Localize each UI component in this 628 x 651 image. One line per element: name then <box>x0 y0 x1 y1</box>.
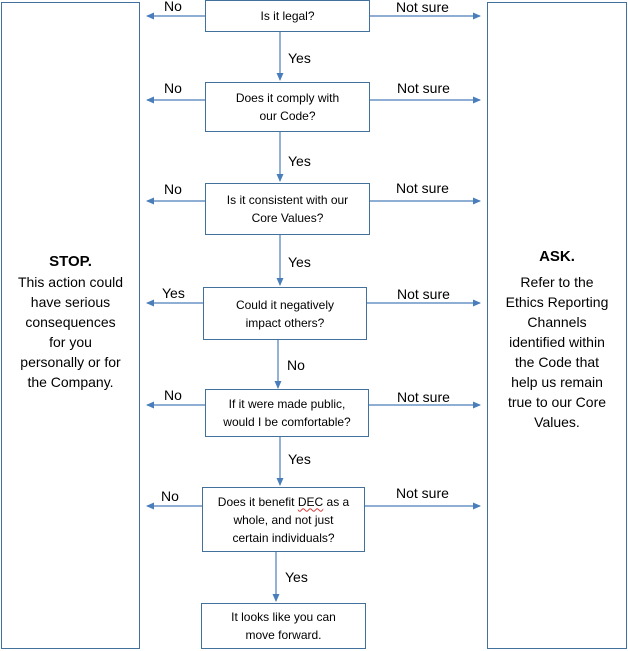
q5-right-label: Not sure <box>397 389 450 405</box>
stop-box: STOP. This action could have serious con… <box>1 2 140 649</box>
final-box: It looks like you can move forward. <box>201 603 366 649</box>
stop-title: STOP. <box>49 253 92 270</box>
q6-left-label: No <box>161 488 179 504</box>
q6-right-label: Not sure <box>396 485 449 501</box>
question-6-box: Does it benefit DEC as a whole, and not … <box>202 487 365 552</box>
question-1-text: Is it legal? <box>260 9 315 23</box>
question-5-text: If it were made public, would I be comfo… <box>223 397 351 429</box>
question-6-flagged-word: DEC <box>297 494 324 509</box>
q1-left-label: No <box>164 0 182 14</box>
q2-left-label: No <box>164 80 182 96</box>
q2-down-label: Yes <box>288 153 311 169</box>
q4-left-label: Yes <box>162 285 185 301</box>
question-3-box: Is it consistent with our Core Values? <box>205 183 370 235</box>
q6-down-label: Yes <box>285 569 308 585</box>
question-4-text: Could it negatively impact others? <box>235 297 335 330</box>
q5-down-label: Yes <box>288 451 311 467</box>
q4-right-label: Not sure <box>397 286 450 302</box>
q3-left-label: No <box>164 181 182 197</box>
question-6-prefix: Does it benefit <box>217 494 298 509</box>
question-2-box: Does it comply with our Code? <box>205 82 370 132</box>
question-6-text: Does it benefit DEC as a whole, and not … <box>218 493 349 547</box>
question-2-text: Does it comply with our Code? <box>235 91 340 123</box>
ask-title: ASK. <box>539 248 575 265</box>
question-6-suffix: as a whole, and not just certain individ… <box>232 494 350 545</box>
q1-down-label: Yes <box>288 50 311 66</box>
question-4-box: Could it negatively impact others? <box>203 287 367 340</box>
q3-right-label: Not sure <box>396 180 449 196</box>
question-5-box: If it were made public, would I be comfo… <box>205 389 369 437</box>
q3-down-label: Yes <box>288 254 311 270</box>
q5-left-label: No <box>164 387 182 403</box>
question-3-text: Is it consistent with our Core Values? <box>226 193 349 225</box>
stop-body: This action could have serious consequen… <box>17 274 124 390</box>
ask-body: Refer to the Ethics Reporting Channels i… <box>505 274 609 430</box>
q4-down-label: No <box>287 357 305 373</box>
q1-right-label: Not sure <box>396 0 449 15</box>
q2-right-label: Not sure <box>397 80 450 96</box>
ask-box: ASK. Refer to the Ethics Reporting Chann… <box>487 2 627 649</box>
question-1-box: Is it legal? <box>205 0 370 32</box>
final-text: It looks like you can move forward. <box>231 610 336 642</box>
